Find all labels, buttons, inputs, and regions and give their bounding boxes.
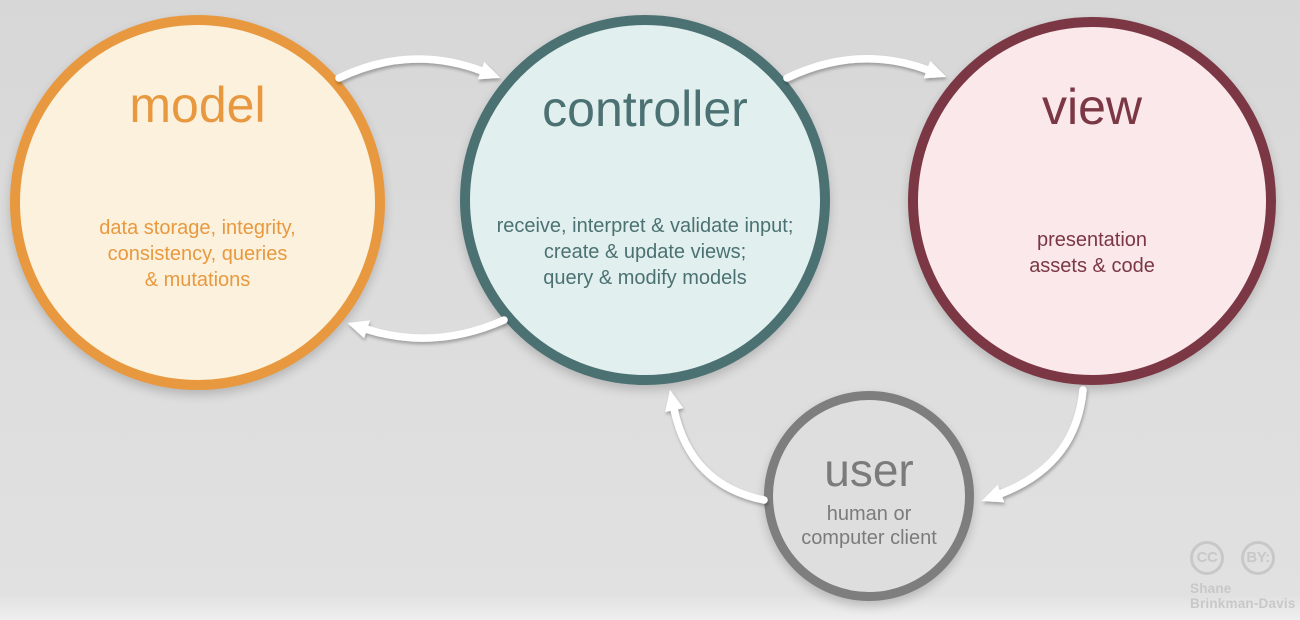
author-line: Shane <box>1190 581 1232 596</box>
node-model-description: data storage, integrity, consistency, qu… <box>20 215 375 293</box>
desc-line: receive, interpret & validate input; <box>496 215 794 237</box>
attribution: CC BY: Shane Brinkman-Davis <box>1190 541 1296 611</box>
node-view-title: view <box>1041 79 1143 135</box>
desc-line: data storage, integrity, <box>99 217 296 239</box>
node-controller-description: receive, interpret & validate input; cre… <box>470 213 820 291</box>
desc-line: & mutations <box>144 269 251 291</box>
license-badges: CC BY: <box>1190 541 1296 575</box>
arrow-view-to-user <box>981 386 1087 503</box>
author-credit: Shane Brinkman-Davis <box>1190 581 1296 611</box>
arrow-controller-to-view <box>783 55 947 82</box>
node-model-title: model <box>129 77 266 133</box>
node-user-description: human or computer client <box>773 502 965 550</box>
node-user-title: user <box>824 444 914 496</box>
node-view-description: presentation assets & code <box>918 227 1266 279</box>
desc-line: human or <box>826 503 912 525</box>
desc-line: assets & code <box>1029 255 1155 277</box>
node-user: user human or computer client <box>764 391 974 601</box>
desc-line: query & modify models <box>543 267 747 289</box>
node-model: model data storage, integrity, consisten… <box>10 15 385 390</box>
author-line: Brinkman-Davis <box>1190 596 1296 611</box>
desc-line: computer client <box>801 527 937 549</box>
cc-badge-icon: CC <box>1190 541 1224 575</box>
node-controller: controller receive, interpret & validate… <box>460 15 830 385</box>
desc-line: consistency, queries <box>107 243 288 265</box>
arrow-model-to-controller <box>335 55 501 82</box>
node-controller-title: controller <box>542 81 748 137</box>
arrow-controller-to-model <box>347 316 508 342</box>
arrow-user-to-controller <box>665 389 768 504</box>
by-badge-icon: BY: <box>1241 541 1275 575</box>
desc-line: create & update views; <box>543 241 747 263</box>
desc-line: presentation <box>1036 229 1148 251</box>
node-view: view presentation assets & code <box>908 17 1276 385</box>
